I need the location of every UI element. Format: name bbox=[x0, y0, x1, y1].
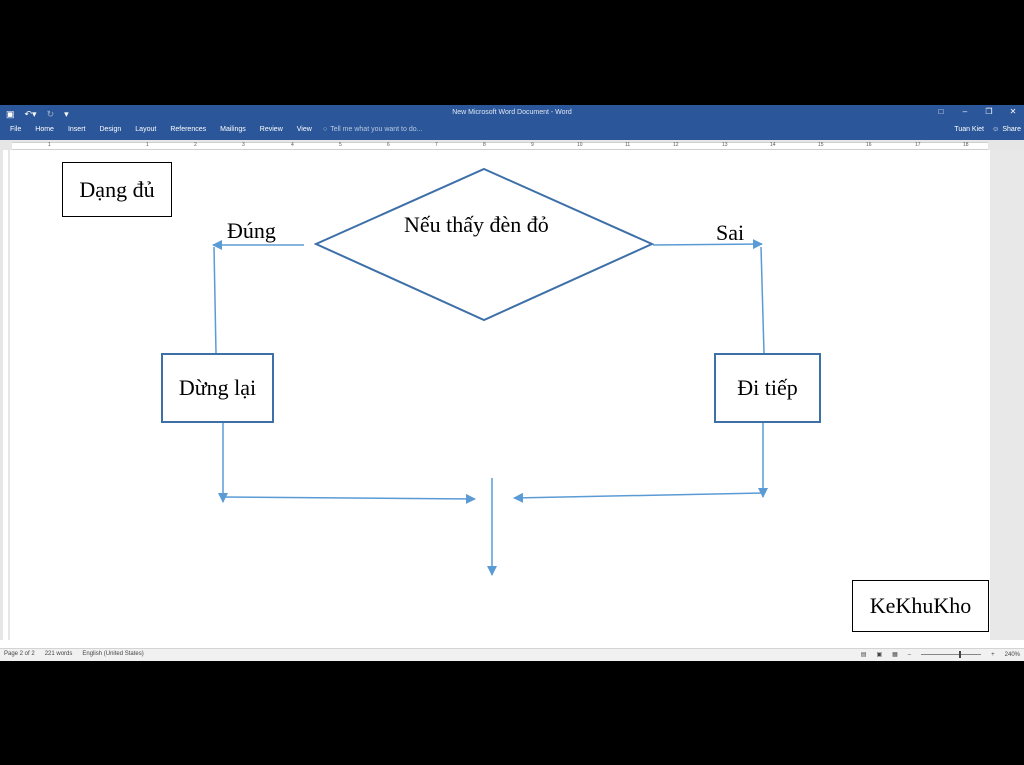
web-layout-icon[interactable]: ▦ bbox=[892, 652, 898, 658]
condition-text[interactable]: Nếu thấy đèn đỏ bbox=[404, 212, 549, 237]
tab-mailings[interactable]: Mailings bbox=[220, 126, 246, 133]
vertical-ruler[interactable] bbox=[0, 150, 10, 640]
zoom-slider-thumb[interactable] bbox=[959, 651, 962, 658]
line-down-to-continue bbox=[760, 246, 765, 354]
close-icon[interactable]: ✕ bbox=[1009, 107, 1017, 116]
decision-diamond[interactable] bbox=[313, 167, 655, 322]
watermark-box: KeKhuKho bbox=[852, 580, 989, 632]
tab-review[interactable]: Review bbox=[259, 126, 283, 133]
undo-icon[interactable]: ↶▾ bbox=[24, 109, 37, 119]
arrow-up-from-stop bbox=[213, 246, 217, 354]
page-indicator[interactable]: Page 2 of 2 bbox=[4, 651, 35, 657]
tab-layout[interactable]: Layout bbox=[135, 126, 157, 133]
ruler-scale: 1 1 2 3 4 5 6 7 8 9 10 11 12 13 14 15 16… bbox=[12, 142, 988, 150]
ruler-number: 5 bbox=[339, 142, 342, 148]
word-count[interactable]: 221 words bbox=[44, 651, 73, 657]
word-window: ▣ ↶▾ ↻ ▾ New Microsoft Word Document - W… bbox=[0, 105, 1024, 661]
type-label-box[interactable]: Dạng đủ bbox=[62, 162, 172, 217]
ruler-number: 8 bbox=[483, 142, 486, 148]
ruler-number: 4 bbox=[291, 142, 294, 148]
share-label: Share bbox=[1002, 126, 1021, 133]
title-bar: ▣ ↶▾ ↻ ▾ New Microsoft Word Document - W… bbox=[0, 105, 1024, 123]
zoom-out-icon[interactable]: – bbox=[907, 651, 912, 658]
tab-insert[interactable]: Insert bbox=[67, 126, 86, 133]
arrow-merge-right bbox=[513, 492, 764, 503]
tab-references[interactable]: References bbox=[170, 126, 207, 133]
tab-design[interactable]: Design bbox=[99, 126, 122, 133]
ruler-number: 1 bbox=[146, 142, 149, 148]
ribbon-display-icon[interactable]: □ bbox=[938, 107, 944, 116]
read-mode-icon[interactable]: ▤ bbox=[860, 652, 867, 658]
ruler-number: 12 bbox=[673, 142, 679, 148]
language-indicator[interactable]: English (United States) bbox=[82, 651, 144, 657]
ruler-number: 7 bbox=[435, 142, 438, 148]
status-bar: Page 2 of 2 221 words English (United St… bbox=[0, 648, 1024, 661]
continue-action-box[interactable]: Đi tiếp bbox=[714, 353, 821, 423]
scrollbar-area[interactable] bbox=[990, 150, 1024, 640]
ruler-number: 16 bbox=[866, 142, 872, 148]
ruler-number: 13 bbox=[722, 142, 728, 148]
horizontal-ruler[interactable]: 1 1 2 3 4 5 6 7 8 9 10 11 12 13 14 15 16… bbox=[0, 140, 1024, 150]
ruler-number: 11 bbox=[625, 142, 631, 148]
false-branch-label[interactable]: Sai bbox=[716, 220, 745, 245]
user-name[interactable]: Tuan Kiet bbox=[954, 126, 984, 133]
ruler-number: 15 bbox=[818, 142, 824, 148]
tab-view[interactable]: View bbox=[296, 126, 312, 133]
person-icon: ☺ bbox=[992, 126, 1000, 133]
ruler-number: 18 bbox=[963, 142, 969, 148]
vertical-ruler-scale bbox=[3, 150, 8, 640]
customize-toolbar-icon[interactable]: ▾ bbox=[64, 109, 69, 119]
lightbulb-icon: ○ bbox=[323, 126, 328, 133]
arrow-to-false bbox=[652, 239, 763, 250]
stop-action-box[interactable]: Dừng lại bbox=[161, 353, 274, 423]
zoom-slider[interactable] bbox=[921, 651, 982, 658]
ruler-number: 10 bbox=[577, 142, 583, 148]
redo-icon[interactable]: ↻ bbox=[46, 109, 55, 119]
ruler-number: 3 bbox=[242, 142, 245, 148]
save-icon[interactable]: ▣ bbox=[6, 109, 15, 119]
document-page[interactable]: Dạng đủ Nếu thấy đèn đỏ Đúng Sai Dừng lạ… bbox=[10, 150, 990, 640]
tell-me-text: Tell me what you want to do... bbox=[330, 126, 423, 133]
ruler-number: 6 bbox=[387, 142, 390, 148]
share-button[interactable]: ☺ Share bbox=[992, 126, 1021, 133]
ruler-number: 17 bbox=[915, 142, 921, 148]
window-title: New Microsoft Word Document - Word bbox=[452, 109, 572, 116]
zoom-level[interactable]: 240% bbox=[1004, 651, 1020, 658]
ribbon-tabs: File Home Insert Design Layout Reference… bbox=[10, 126, 312, 133]
ruler-number: 1 bbox=[48, 142, 51, 148]
maximize-icon[interactable]: ❐ bbox=[985, 107, 993, 116]
flowchart-lines bbox=[212, 167, 768, 576]
zoom-in-icon[interactable]: + bbox=[991, 651, 995, 658]
ruler-number: 2 bbox=[194, 142, 197, 148]
window-controls: □ – ❐ ✕ bbox=[936, 107, 1018, 116]
tab-home[interactable]: Home bbox=[35, 126, 54, 133]
tell-me-box[interactable]: ○ Tell me what you want to do... bbox=[323, 126, 422, 133]
print-layout-icon[interactable]: ▣ bbox=[876, 652, 883, 658]
arrow-merge-left bbox=[222, 493, 476, 504]
true-branch-label[interactable]: Đúng bbox=[227, 218, 276, 243]
ribbon-tabs-bar: File Home Insert Design Layout Reference… bbox=[0, 123, 1024, 140]
tab-file[interactable]: File bbox=[10, 126, 22, 133]
minimize-icon[interactable]: – bbox=[962, 107, 968, 116]
quick-access-toolbar: ▣ ↶▾ ↻ ▾ bbox=[6, 108, 69, 120]
ruler-number: 14 bbox=[770, 142, 776, 148]
ruler-number: 9 bbox=[531, 142, 534, 148]
